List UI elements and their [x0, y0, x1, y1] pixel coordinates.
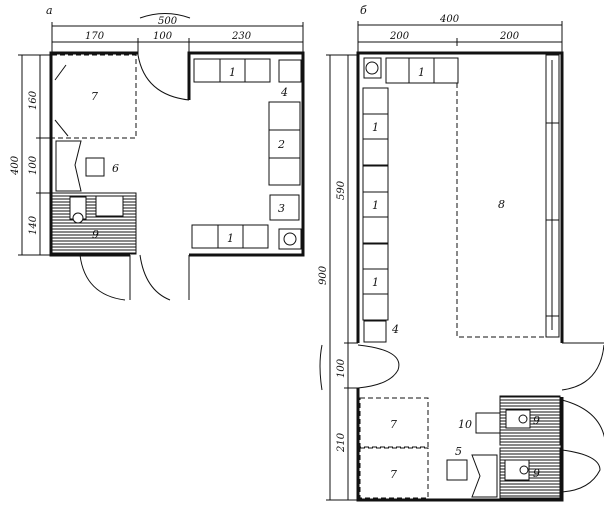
chair — [446, 459, 468, 481]
dim-total-width: 400 — [439, 14, 460, 25]
dim-h3: 140 — [28, 215, 39, 235]
work-area — [456, 83, 546, 338]
desk-label: 6 — [112, 162, 119, 175]
bathroom-1-label: 9 — [533, 414, 540, 427]
dim-h2: 100 — [28, 155, 39, 175]
north-arrow-icon — [319, 344, 323, 391]
door-arc — [561, 399, 604, 493]
walls — [49, 51, 305, 257]
plan-b-title: б — [360, 4, 367, 17]
desk — [471, 454, 498, 498]
cabinet-top-label: 1 — [229, 66, 236, 79]
bed — [51, 54, 137, 139]
phone — [278, 59, 302, 83]
desk — [55, 140, 82, 192]
armchair-label: 3 — [278, 202, 285, 215]
dim-w1: 200 — [389, 31, 410, 42]
north-arrow-icon — [139, 13, 191, 19]
cabinet-left-2: 1 — [362, 165, 389, 244]
dim-w1: 170 — [85, 31, 105, 42]
dim-w2: 100 — [153, 31, 173, 42]
cabinet-bottom-label: 1 — [227, 232, 234, 245]
sink — [278, 228, 302, 250]
bed-1 — [359, 397, 429, 448]
bed-1-label: 7 — [390, 418, 397, 431]
phone-label: 4 — [280, 86, 288, 99]
cabinet-top-label: 1 — [418, 66, 425, 79]
phone-label: 4 — [391, 323, 399, 336]
dimension-ticks — [51, 22, 304, 55]
dim-w3: 230 — [231, 31, 252, 42]
table-label: 10 — [458, 418, 472, 431]
chair — [85, 157, 105, 177]
table — [475, 412, 501, 434]
dim-h1: 160 — [28, 90, 39, 110]
cabinet-left-3: 1 — [362, 243, 389, 321]
sofa — [268, 101, 301, 186]
door-arc — [561, 342, 604, 391]
bed-label: 7 — [91, 90, 98, 103]
door-arc — [79, 254, 131, 301]
dim-h1: 590 — [336, 180, 347, 200]
sofa-label: 2 — [277, 138, 285, 151]
door-arc — [139, 254, 190, 301]
cabinet-top — [385, 57, 459, 84]
work-area-label: 8 — [498, 198, 505, 211]
dim-total-height: 900 — [318, 265, 329, 285]
armchair — [269, 194, 300, 221]
walls — [356, 51, 564, 502]
cabinet-top — [193, 58, 271, 83]
cabinet-left-3-label: 1 — [372, 276, 379, 289]
plan-a: а 500 170 100 230 400 160 100 140 7 6 9 — [10, 4, 305, 301]
cabinet-left-1: 1 — [362, 87, 389, 166]
cabinet-left-2-label: 1 — [372, 199, 379, 212]
dim-total-height: 400 — [10, 155, 21, 176]
bed-2 — [359, 447, 429, 499]
bathroom-2-label: 9 — [533, 467, 540, 480]
dim-w2: 200 — [499, 31, 520, 42]
bath-label: 9 — [92, 228, 99, 241]
bed-2-label: 7 — [390, 468, 397, 481]
dim-h3: 210 — [336, 432, 347, 453]
phone — [363, 320, 387, 343]
door-arc — [137, 54, 190, 101]
dim-h2: 100 — [336, 358, 347, 378]
cabinet-bottom — [191, 224, 269, 249]
plan-b: б 400 200 200 900 590 100 210 1 1 1 — [318, 4, 604, 502]
cabinet-left-1-label: 1 — [372, 121, 379, 134]
dim-total-width: 500 — [158, 16, 178, 27]
plan-a-title: а — [46, 4, 53, 17]
desk-label: 5 — [455, 445, 462, 458]
door-arc — [357, 344, 400, 389]
